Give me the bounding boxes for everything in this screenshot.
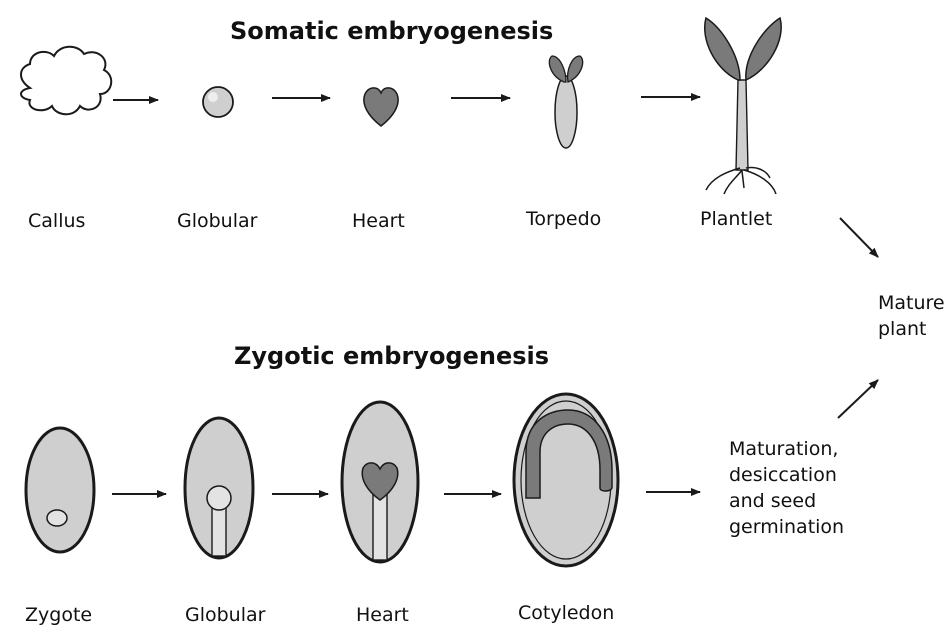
maturation-line-3: and seed	[729, 488, 844, 514]
maturation-text: Maturation, desiccation and seed germina…	[729, 436, 844, 540]
label-cotyledon: Cotyledon	[518, 602, 614, 624]
zygote-illustration	[26, 428, 94, 552]
maturation-line-2: desiccation	[729, 462, 844, 488]
label-zygotic-globular: Globular	[185, 604, 265, 626]
somatic-globular-illustration	[203, 87, 233, 117]
label-callus: Callus	[28, 210, 85, 232]
mature-plant-text: Mature plant	[878, 290, 945, 342]
label-torpedo: Torpedo	[526, 208, 601, 230]
somatic-heart-illustration	[364, 88, 398, 126]
label-zygotic-heart: Heart	[356, 604, 409, 626]
label-zygote: Zygote	[25, 604, 92, 626]
mature-plant-line-1: Mature	[878, 290, 945, 316]
zygotic-title: Zygotic embryogenesis	[234, 342, 549, 370]
callus-illustration	[21, 47, 111, 115]
arrow-plantlet-mature	[840, 218, 878, 257]
mature-plant-line-2: plant	[878, 316, 945, 342]
somatic-title: Somatic embryogenesis	[230, 17, 553, 45]
label-somatic-heart: Heart	[352, 210, 405, 232]
maturation-line-1: Maturation,	[729, 436, 844, 462]
maturation-line-4: germination	[729, 514, 844, 540]
zygotic-globular-illustration	[185, 418, 253, 558]
plantlet-illustration	[705, 18, 781, 194]
label-somatic-globular: Globular	[177, 210, 257, 232]
zygotic-heart-illustration	[342, 402, 418, 562]
cotyledon-illustration	[514, 394, 618, 566]
arrow-maturation-mature	[838, 380, 878, 418]
torpedo-illustration	[549, 56, 582, 148]
label-plantlet: Plantlet	[700, 208, 772, 230]
